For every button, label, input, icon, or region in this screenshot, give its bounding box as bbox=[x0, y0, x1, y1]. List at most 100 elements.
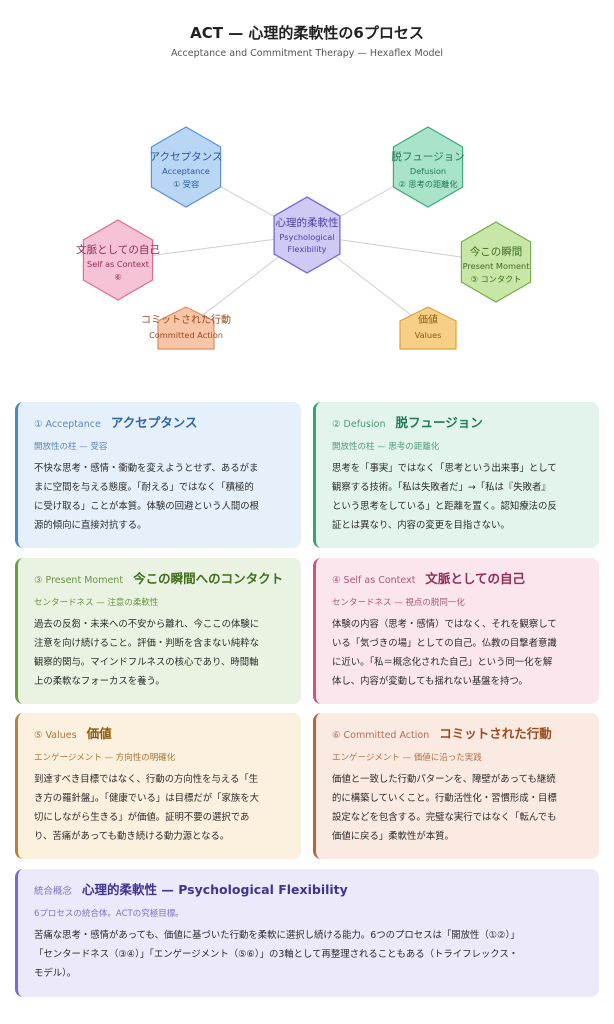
card-body-line: 観察的関与。マインドフルネスの核心であり、時間軸 bbox=[34, 657, 259, 668]
card-title: 文脈としての自己 bbox=[425, 571, 526, 586]
node-label-num: ① 受容 bbox=[173, 179, 199, 189]
card-body-line: 源的傾向に直接対抗する。 bbox=[34, 520, 147, 531]
card-body: 苦痛な思考・感情があっても、価値に基づいた行動を柔軟に選択し続ける能力。6つのプ… bbox=[34, 926, 585, 983]
card-tag: ① Acceptance bbox=[34, 419, 101, 430]
card-self-as-context: ④ Self as Context 文脈としての自己センタードネス — 視点の脱同… bbox=[313, 558, 599, 704]
card-body-line: 不快な思考・感情・衝動を変えようとせず、あるがま bbox=[34, 463, 259, 474]
card-header: ⑥ Committed Action コミットされた行動 bbox=[332, 723, 585, 742]
card-defusion: ② Defusion 脱フュージョン開放性の柱 — 思考の距離化思考を「事実」では… bbox=[313, 402, 599, 548]
card-body-line: 過去の反芻・未来への不安から離れ、今ここの体験に bbox=[34, 619, 260, 630]
card-header: ① Acceptance アクセプタンス bbox=[34, 412, 287, 431]
card-body-line: 思考を「事実」ではなく「思考という出来事」として bbox=[332, 463, 557, 474]
center-label-jp: 心理的柔軟性 bbox=[276, 216, 339, 229]
node-shape bbox=[157, 306, 215, 350]
card-body-line: り、苦痛があっても動き続ける動力源となる。 bbox=[34, 831, 230, 842]
card-body-line: という思考をしている」と距離を置く。認知療法の反 bbox=[332, 501, 557, 512]
node-committed: コミットされた行動 Committed Action bbox=[141, 306, 231, 350]
node-label-num: ② 思考の距離化 bbox=[398, 179, 457, 189]
card-tag: ② Defusion bbox=[332, 419, 386, 430]
card-tag: 統合概念 bbox=[34, 886, 73, 897]
card-body-line: き方の羅針盤」。「健康でいる」は目標だが「家族を大 bbox=[34, 793, 259, 804]
node-label-num: ⑥ bbox=[114, 272, 121, 282]
card-header: ③ Present Moment 今この瞬間へのコンタクト bbox=[34, 568, 287, 587]
card-tag: ⑤ Values bbox=[34, 730, 77, 741]
node-values: 価値 Values bbox=[399, 306, 457, 350]
card-subtitle: エンゲージメント — 価値に沿った実践 bbox=[332, 753, 482, 763]
node-shape bbox=[399, 306, 457, 350]
card-header: ② Defusion 脱フュージョン bbox=[332, 412, 585, 431]
node-acceptance: アクセプタンス Acceptance ① 受容 bbox=[150, 126, 223, 208]
card-body-line: 「センタードネス（③④）」「エンゲージメント（⑤⑥）」の3軸として再整理されるこ… bbox=[34, 949, 519, 960]
card-body: 価値と一致した行動パターンを、障壁があっても継続的に構築していくこと。行動活性化… bbox=[332, 770, 585, 846]
card-title: アクセプタンス bbox=[110, 415, 198, 430]
card-subtitle: センタードネス — 視点の脱同一化 bbox=[332, 598, 465, 608]
node-label-jp: 今この瞬間 bbox=[470, 245, 523, 258]
node-label-en: Self as Context bbox=[87, 259, 150, 269]
card-tag: ⑥ Committed Action bbox=[332, 730, 430, 741]
node-label-num: ③ コンタクト bbox=[471, 274, 522, 284]
card-title: 今この瞬間へのコンタクト bbox=[133, 571, 284, 586]
card-acceptance: ① Acceptance アクセプタンス開放性の柱 — 受容不快な思考・感情・衝動… bbox=[15, 402, 301, 548]
card-body-line: 的に構築していくこと。行動活性化・習慣形成・目標 bbox=[332, 793, 557, 804]
card-header: ④ Self as Context 文脈としての自己 bbox=[332, 568, 585, 587]
card-header: ⑤ Values 価値 bbox=[34, 723, 287, 742]
node-shape bbox=[273, 196, 341, 274]
page-title: ACT — 心理的柔軟性の6プロセス bbox=[190, 24, 424, 42]
card-subtitle: 開放性の柱 — 受容 bbox=[34, 442, 108, 452]
card-body-line: 切にしながら生きる」が価値。証明不要の選択であ bbox=[34, 812, 250, 823]
card-psychological-flexibility: 統合概念心理的柔軟性 — Psychological Flexibility 6プ… bbox=[15, 869, 599, 997]
card-body-line: 上の柔軟なフォーカスを養う。 bbox=[34, 676, 165, 687]
node-shape bbox=[392, 126, 464, 208]
node-shape bbox=[150, 126, 222, 208]
node-label-jp: コミットされた行動 bbox=[141, 313, 231, 326]
center-label-en: Psychological bbox=[279, 232, 334, 242]
node-label-jp: 文脈としての自己 bbox=[76, 243, 160, 256]
card-body-line: に受け取る」ことが本質。体験の回避という人間の根 bbox=[34, 501, 260, 512]
page-subtitle: Acceptance and Commitment Therapy — Hexa… bbox=[170, 48, 444, 59]
card-body: 到達すべき目標ではなく、行動の方向性を与える「生き方の羅針盤」。「健康でいる」は… bbox=[34, 770, 287, 846]
card-body-line: 注意を向け続けること。評価・判断を含まない純粋な bbox=[34, 638, 260, 649]
node-label-jp: アクセプタンス bbox=[150, 151, 223, 163]
card-body-line: まに空間を与える態度。「耐える」ではなく「積極的 bbox=[34, 482, 254, 493]
card-tag: ④ Self as Context bbox=[332, 575, 416, 586]
card-header: 統合概念心理的柔軟性 — Psychological Flexibility bbox=[34, 879, 585, 898]
card-subtitle: 開放性の柱 — 思考の距離化 bbox=[332, 442, 440, 452]
node-label-en: Present Moment bbox=[463, 261, 531, 271]
node-shape bbox=[460, 221, 532, 303]
card-committed-action: ⑥ Committed Action コミットされた行動エンゲージメント — 価値… bbox=[313, 713, 599, 859]
card-body-line: に近い。「私＝概念化された自己」という同一化を解 bbox=[332, 657, 553, 668]
card-values: ⑤ Values 価値エンゲージメント — 方向性の明確化到達すべき目標ではなく、… bbox=[15, 713, 301, 859]
card-title: 心理的柔軟性 — Psychological Flexibility bbox=[82, 882, 348, 897]
card-body-line: モデル）。 bbox=[34, 968, 77, 979]
card-body-line: 苦痛な思考・感情があっても、価値に基づいた行動を柔軟に選択し続ける能力。6つのプ… bbox=[34, 930, 520, 941]
card-body-line: 体験の内容（思考・感情）ではなく、それを観察して bbox=[332, 619, 557, 630]
card-title: コミットされた行動 bbox=[439, 726, 552, 741]
node-label-en: Committed Action bbox=[149, 330, 223, 340]
card-body-line: いる「気づきの場」としての自己。仏教の目撃者意識 bbox=[332, 638, 557, 649]
card-subtitle: エンゲージメント — 方向性の明確化 bbox=[34, 753, 176, 763]
card-subtitle: センタードネス — 注意の柔軟性 bbox=[34, 598, 159, 608]
card-body-line: 設定などを包含する。完璧な実行ではなく「転んでも bbox=[332, 812, 557, 823]
card-body-line: 到達すべき目標ではなく、行動の方向性を与える「生 bbox=[34, 774, 259, 785]
node-present: 今この瞬間 Present Moment ③ コンタクト bbox=[460, 221, 532, 303]
node-shape bbox=[82, 219, 154, 301]
card-subtitle: 6プロセスの統合体。ACTの究極目標。 bbox=[34, 909, 184, 919]
node-self: 文脈としての自己 Self as Context ⑥ bbox=[76, 219, 160, 301]
card-body-line: 体し、内容が変動しても揺れない基盤を持つ。 bbox=[332, 676, 528, 687]
node-label-en: Acceptance bbox=[162, 166, 210, 176]
card-body-line: 価値に戻る」柔軟性が本質。 bbox=[332, 831, 454, 842]
card-tag: ③ Present Moment bbox=[34, 575, 124, 586]
node-label-jp: 脱フュージョン bbox=[391, 150, 464, 163]
card-body-line: 価値と一致した行動パターンを、障壁があっても継続 bbox=[332, 774, 556, 785]
node-label-en: Values bbox=[415, 330, 442, 340]
card-title: 価値 bbox=[86, 726, 112, 741]
card-title: 脱フュージョン bbox=[395, 415, 483, 430]
card-body: 思考を「事実」ではなく「思考という出来事」として観察する技術。「私は失敗者だ」→… bbox=[332, 459, 585, 535]
card-body: 体験の内容（思考・感情）ではなく、それを観察している「気づきの場」としての自己。… bbox=[332, 615, 585, 691]
node-label-jp: 価値 bbox=[418, 313, 438, 326]
center-label-en: Flexibility bbox=[287, 244, 326, 254]
card-body: 不快な思考・感情・衝動を変えようとせず、あるがままに空間を与える態度。「耐える」… bbox=[34, 459, 287, 535]
